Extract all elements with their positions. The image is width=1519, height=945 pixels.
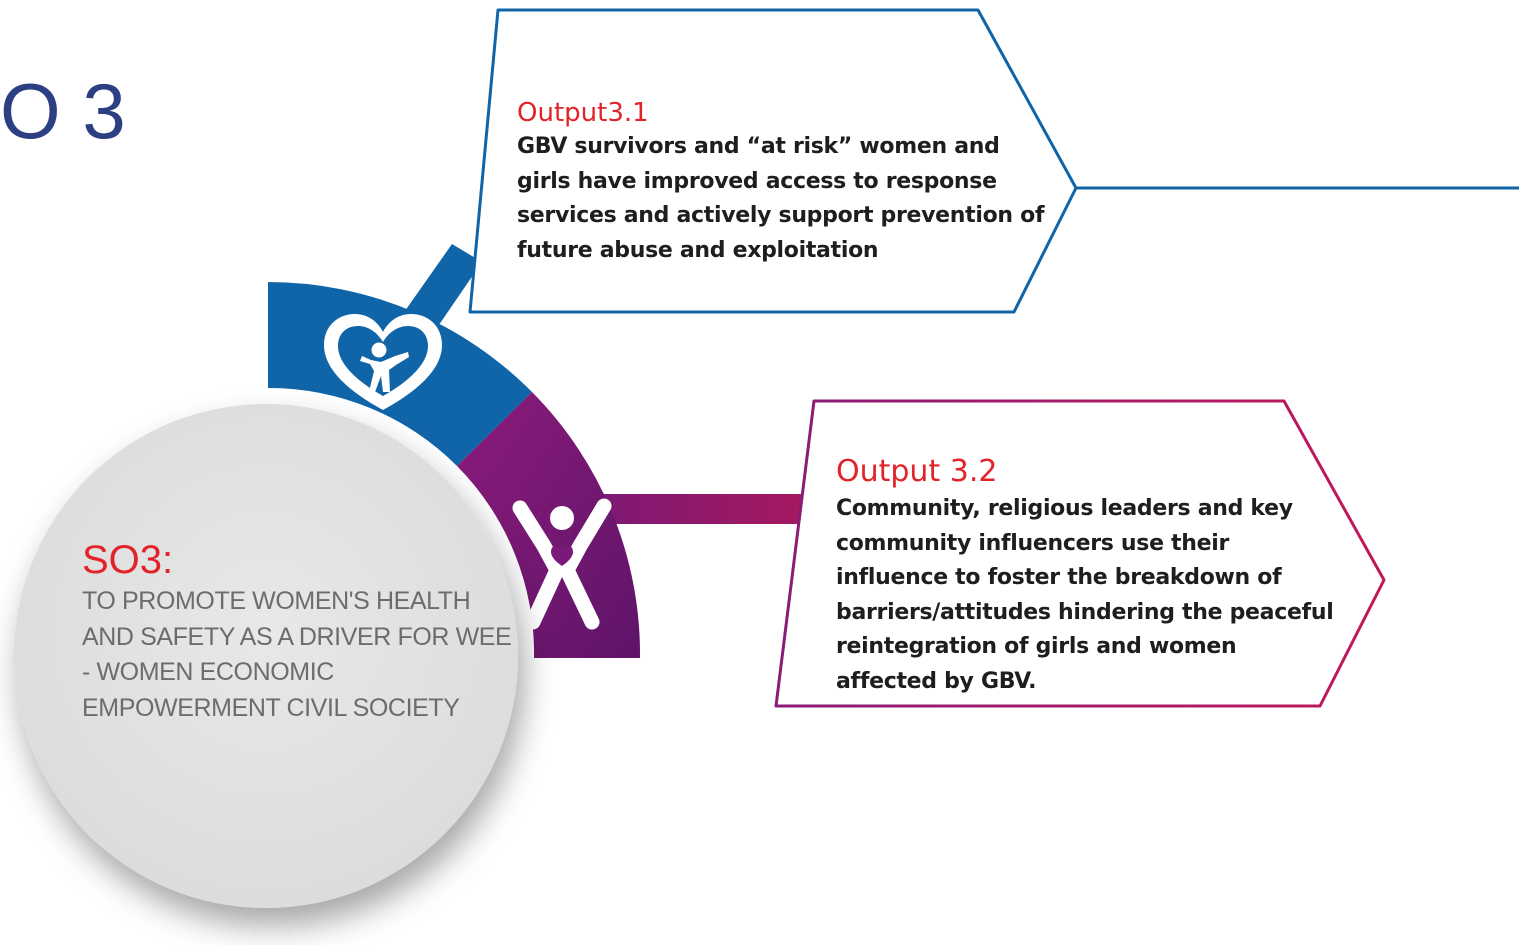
strategic-objective-block: SO3: TO PROMOTE WOMEN'S HEALTH AND SAFET… [82,536,522,726]
purple-connector-bar [590,494,816,524]
blue-connector-bar [400,244,482,338]
output-3-2-shape [774,399,1386,708]
output-3-1-card: Output3.1 GBV survivors and “at risk” wo… [517,96,1047,268]
output-3-2-description: Community, religious leaders and key com… [836,496,1334,694]
so3-label: SO3: [82,538,174,582]
output-3-2-card: Output 3.2 Community, religious leaders … [836,452,1336,699]
output-3-1-description: GBV survivors and “at risk” women and gi… [517,134,1045,263]
person-arms-up-icon [512,498,612,630]
output-3-1-shape [468,8,1078,314]
so3-description: TO PROMOTE WOMEN'S HEALTH AND SAFETY AS … [82,587,512,722]
ring-segment-purple [457,392,641,658]
output-3-2-title: Output 3.2 [836,454,998,489]
heart-person-icon [324,314,442,410]
page-heading: O 3 [0,67,126,155]
so3-circle [14,404,518,908]
output-3-1-title: Output3.1 [517,98,649,128]
